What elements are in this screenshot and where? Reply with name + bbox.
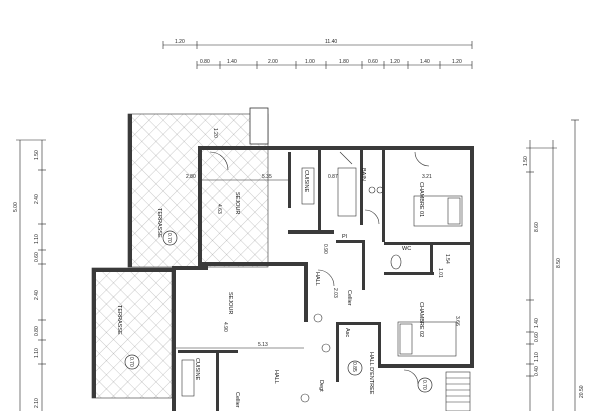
kitchen-counter-upper [301,167,315,205]
dim-top-row2-5: 1.80 [339,59,349,65]
dim-right-5: 0.60 [534,332,540,342]
dim-int-280: 2.80 [186,174,196,180]
room-cellier-lower: Cellier [234,392,240,408]
dim-int-090: 0.90 [322,244,328,254]
kitchen-counter-lower [181,359,195,397]
top-dimension-chain: 1.20 11.40 0.80 1.40 2.00 1.00 1.80 0.60… [162,39,473,69]
level-marker-terrasse-upper [162,230,178,246]
room-degt: Degt [318,380,324,392]
toilet-icon [390,254,402,270]
dim-int-120: 1.20 [212,128,218,138]
dim-int-463: 4.63 [216,204,222,214]
dim-int-203: 2.03 [332,288,338,298]
terrace-lower: TERRASSE 0.70 [91,267,173,399]
room-wc: WC [402,246,411,252]
dim-int-154: 1.54 [444,254,450,264]
dim-top-row2-7: 1.20 [390,59,400,65]
dim-int-513: 5.13 [258,342,268,348]
bed-chambre-02 [397,321,457,357]
interior-dimensions: 5.35 2.80 0.87 3.21 1.20 4.63 0.90 2.03 … [176,128,460,390]
dim-int-087: 0.87 [328,174,338,180]
dim-right-4: 1.40 [534,318,540,328]
staircase [445,371,471,411]
dim-right-2: 8.60 [534,222,540,232]
dim-int-535: 5.35 [262,174,272,180]
left-dimension-chain: 1.50 2.40 1.10 0.60 2.40 0.80 1.10 2.10 … [13,139,46,411]
level-marker-hall [347,360,363,376]
dim-left-5: 2.40 [34,290,40,300]
dim-left-8: 2.10 [34,398,40,408]
sink-icon [368,186,376,194]
bathtub [337,167,357,217]
dim-top-row2-4: 1.00 [305,59,315,65]
room-labels: SEJOUR SEJOUR CUISINE CUISINE BAIN CHAMB… [194,168,424,408]
dim-left-2: 2.40 [34,194,40,204]
room-hall-entree: HALL D'ENTREE [368,352,374,395]
fixtures [181,151,471,411]
room-cuisine-upper: CUISINE [303,170,309,193]
dim-left-4: 0.60 [34,252,40,262]
room-cellier: Cellier [346,290,352,306]
door-swing [414,151,430,167]
dim-right-3: 8.50 [556,258,562,268]
dim-int-490: 4.90 [222,322,228,332]
dim-top-row2-6: 0.60 [368,59,378,65]
room-hall-lower: HALL [273,370,279,384]
sink-icon [376,186,384,194]
level-marker [313,313,323,323]
room-cuisine-lower: CUISINE [194,358,200,381]
room-terrasse-lower: TERRASSE [116,305,122,335]
dim-top-2: 11.40 [325,39,337,45]
dim-int-366: 3.66 [454,316,460,326]
room-asc: Asc [344,328,350,337]
dim-right-1: 1.50 [523,156,529,166]
dim-top-row2-3: 2.00 [268,59,278,65]
level-marker-bottom [417,377,433,393]
dim-int-321: 3.21 [422,174,432,180]
room-sejour-upper: SEJOUR [234,192,240,214]
room-terrasse-upper: TERRASSE [156,208,162,238]
room-placard: Pl [342,234,347,240]
room-chambre-02: CHAMBRE 02 [418,302,424,337]
dim-left-3: 1.10 [34,234,40,244]
door-swing [317,269,335,287]
terrace-upper-wall-return [249,107,269,145]
dim-left-total: 5.00 [13,202,19,212]
level-terrasse-lower: 0.70 [128,357,134,367]
door-swing [403,369,419,385]
dim-top-1: 1.20 [175,39,185,45]
room-sejour-lower: SEJOUR [227,292,233,314]
walls [172,146,474,411]
level-hall: 0.85 [351,362,357,372]
level-marker [321,343,331,353]
dim-int-101: 1.01 [437,268,443,278]
dim-top-row2-1: 0.80 [200,59,210,65]
dim-right-7: 0.40 [534,366,540,376]
dim-right-total: 20.50 [579,385,585,398]
door-swing [364,209,380,225]
dim-top-row2-8: 1.40 [420,59,430,65]
dim-left-6: 0.80 [34,326,40,336]
level-bottom: 0.70 [421,380,427,390]
bed-chambre-01 [413,195,463,227]
dim-right-6: 1.10 [534,352,540,362]
dim-left-7: 1.10 [34,348,40,358]
dim-top-row2-9: 1.20 [452,59,462,65]
level-terrasse-upper: 0.70 [166,233,172,243]
room-hall: HALL [314,272,320,286]
room-chambre-01: CHAMBRE 01 [418,182,424,217]
level-marker-terrasse-lower [124,354,140,370]
dim-top-row2-2: 1.40 [227,59,237,65]
level-marker [300,393,310,403]
right-dimension-chain: 1.50 8.60 8.50 1.40 0.60 1.10 0.40 20.50 [523,119,585,411]
door-swing [209,151,229,171]
dim-left-1: 1.50 [34,150,40,160]
room-bain: BAIN [360,168,366,181]
